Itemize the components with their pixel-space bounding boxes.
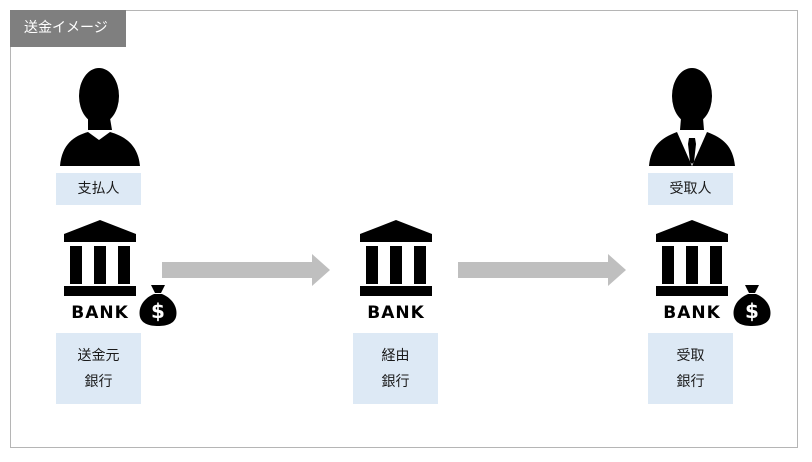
bank-icon-sender: BANK: [64, 220, 136, 320]
person-icon: [60, 68, 140, 166]
arrow-right-icon: [458, 254, 626, 286]
dollar-sign: $: [151, 299, 165, 323]
bank-icon-intermediary: BANK: [360, 220, 432, 320]
payee-label: 受取人: [648, 173, 733, 205]
money-bag-icon: $: [733, 285, 771, 326]
title-tab: 送金イメージ: [10, 10, 126, 47]
money-bag-icon: $: [139, 285, 177, 326]
bank-icon-receiver: BANK: [656, 220, 728, 320]
bank-text: BANK: [367, 303, 425, 320]
payer-label: 支払人: [56, 173, 141, 205]
dollar-sign: $: [745, 299, 759, 323]
bank-text: BANK: [663, 303, 721, 320]
receiver-bank-label: 受取 銀行: [648, 333, 733, 404]
sender-bank-label: 送金元 銀行: [56, 333, 141, 404]
arrow-right-icon: [162, 254, 330, 286]
businessman-icon: [649, 68, 735, 166]
bank-text: BANK: [71, 303, 129, 320]
intermediary-bank-label: 経由 銀行: [353, 333, 438, 404]
